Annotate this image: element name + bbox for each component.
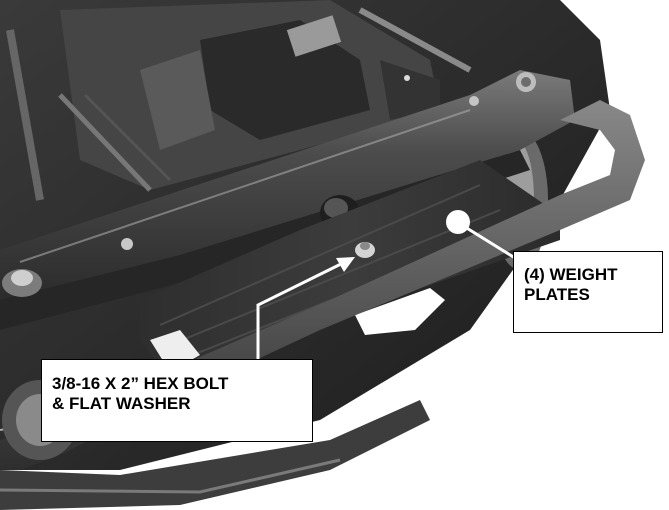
callout-arrows [256,210,516,362]
hex-bolt-callout: 3/8-16 X 2” HEX BOLT & FLAT WASHER [41,359,313,442]
hex-bolt-label-line1: 3/8-16 X 2” HEX BOLT [52,374,229,393]
weight-plates-label-line1: (4) WEIGHT [524,265,618,284]
hex-bolt-label-line2: & FLAT WASHER [52,394,191,413]
weight-plates-label-line2: PLATES [524,285,590,304]
weight-plates-callout: (4) WEIGHT PLATES [513,251,663,333]
